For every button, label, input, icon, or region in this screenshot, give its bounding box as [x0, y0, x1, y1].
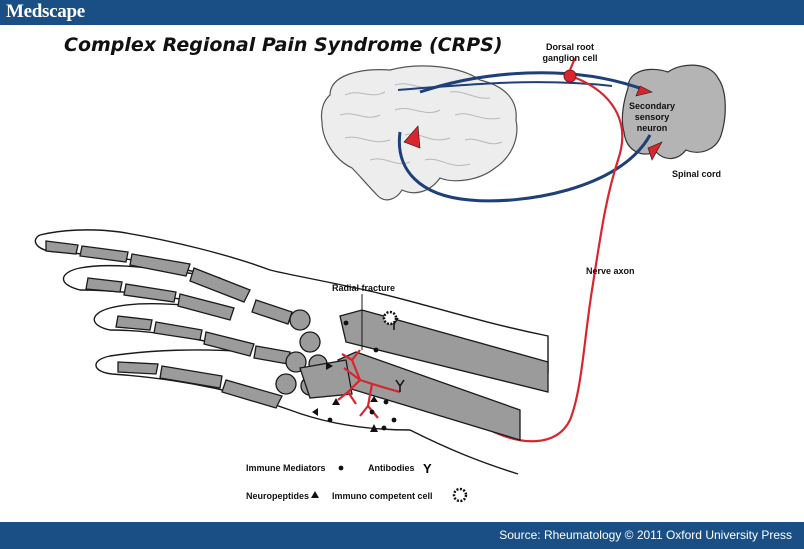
- legend-dot-icon: [338, 465, 344, 471]
- spine-input-arrow: [635, 85, 653, 97]
- diagram-title: Complex Regional Pain Syndrome (CRPS): [64, 34, 503, 56]
- brain-arrow-head: [403, 125, 421, 149]
- ascending-pathway: [397, 131, 652, 203]
- carpal-end-radius: [299, 359, 353, 399]
- legend-triangle-icon: [311, 491, 319, 498]
- crps-diagram: Dorsal root ganglion cell Secondary sens…: [34, 42, 726, 503]
- neuropeptide-triangles: [312, 362, 378, 432]
- footer-bar: Source: Rheumatology © 2011 Oxford Unive…: [0, 522, 804, 549]
- legend-antibody-symbol: Y: [423, 461, 432, 476]
- nerve-branches: [337, 349, 401, 419]
- ganglion-cell-label: ganglion cell: [542, 53, 597, 63]
- legend-immuno-competent: Immuno competent cell: [332, 491, 433, 501]
- legend-cell-icon: [452, 487, 468, 503]
- brain: [320, 65, 518, 201]
- spine-output-arrow: [647, 141, 663, 161]
- source-citation: Source: Rheumatology © 2011 Oxford Unive…: [499, 528, 792, 542]
- radial-fracture-label: Radial fracture: [332, 283, 395, 293]
- dorsal-root-label: Dorsal root: [546, 42, 594, 52]
- ulna-bone: [339, 309, 549, 393]
- secondary-label: Secondary: [629, 101, 675, 111]
- descending-pathway: [419, 71, 646, 94]
- hand-bones: [45, 240, 328, 409]
- dorsal-root-ganglion-cell: [563, 69, 577, 83]
- legend-neuropeptides: Neuropeptides: [246, 491, 309, 501]
- medscape-logo[interactable]: Medscape: [6, 1, 85, 22]
- neuron-label: neuron: [637, 123, 668, 133]
- legend-immune-mediators: Immune Mediators: [246, 463, 326, 473]
- immune-mediator-dots: [327, 320, 397, 431]
- nerve-axon-label: Nerve axon: [586, 266, 635, 276]
- legend-antibodies: Antibodies: [368, 463, 415, 473]
- spinal-cord-section: [621, 64, 726, 160]
- legend: Immune Mediators Antibodies Y Neuropepti…: [246, 461, 468, 503]
- header-bar: Medscape: [0, 0, 804, 25]
- immuno-competent-cell: [382, 310, 398, 326]
- sensory-label: sensory: [635, 112, 670, 122]
- spinal-cord-label: Spinal cord: [672, 169, 721, 179]
